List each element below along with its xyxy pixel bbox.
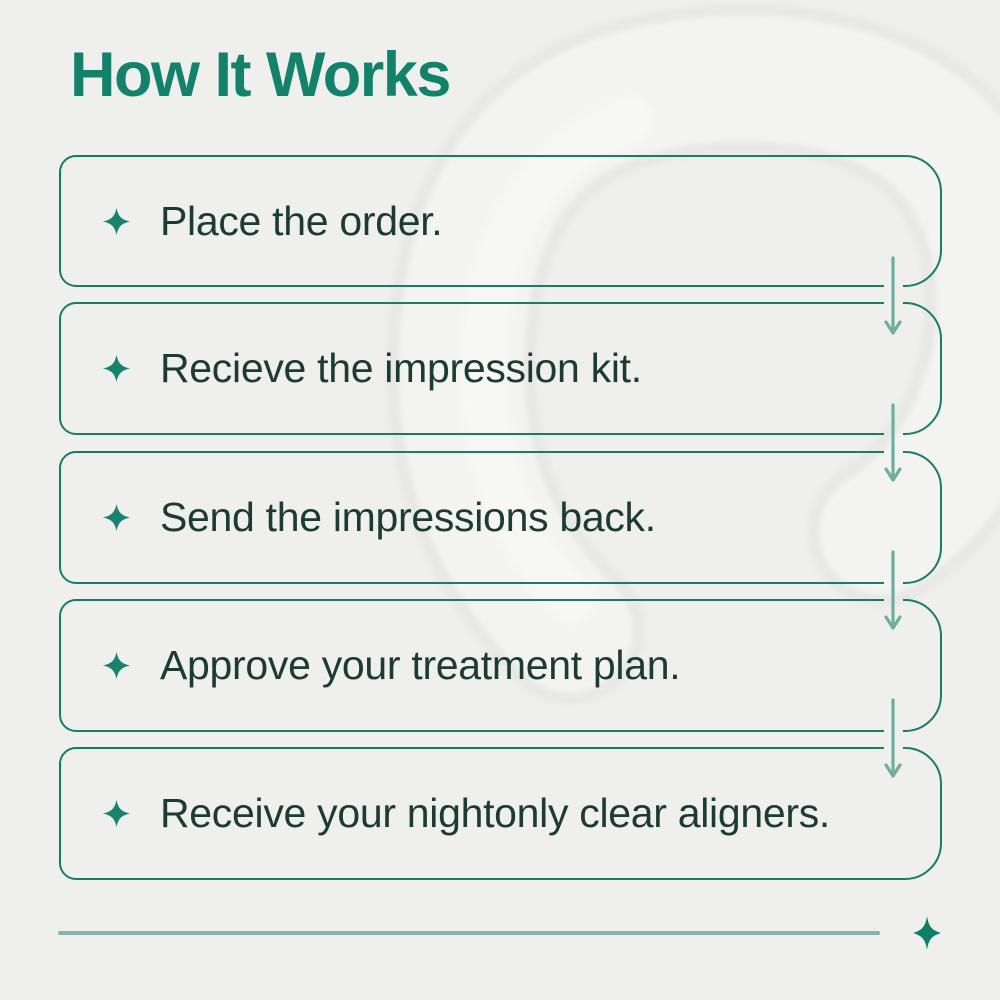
step-label: Recieve the impression kit. — [160, 345, 642, 391]
step-label: Place the order. — [160, 197, 443, 244]
step-label: Send the impressions back. — [160, 494, 656, 540]
sparkle-icon — [103, 652, 130, 679]
sparkle-icon — [103, 355, 130, 382]
sparkle-icon — [913, 916, 941, 950]
down-arrow-icon — [884, 256, 902, 335]
step-label: Receive your nightonly clear aligners. — [160, 790, 831, 836]
step-row-3: Send the impressions back. — [60, 452, 941, 583]
step-box-outline-4 — [59, 599, 942, 732]
divider-line — [58, 931, 880, 935]
sparkle-icon — [103, 800, 130, 827]
step-box-outline-2 — [59, 302, 942, 435]
down-arrow-icon — [884, 550, 902, 630]
page-title: How It Works — [70, 40, 451, 110]
step-label: Approve your treatment plan. — [160, 642, 681, 688]
step-row-2: Recieve the impression kit. — [60, 303, 941, 434]
step-row-5: Receive your nightonly clear aligners. — [60, 748, 941, 879]
step-box-outline-3 — [59, 451, 942, 584]
step-row-4: Approve your treatment plan. — [60, 600, 941, 731]
step-box-outline-5 — [59, 747, 942, 880]
down-arrow-icon — [884, 698, 902, 778]
down-arrow-icon — [884, 403, 902, 482]
step-row-1: Place the order. — [60, 156, 941, 286]
sparkle-icon — [103, 504, 130, 531]
sparkle-icon — [103, 207, 130, 235]
step-box-outline-1 — [59, 155, 942, 287]
